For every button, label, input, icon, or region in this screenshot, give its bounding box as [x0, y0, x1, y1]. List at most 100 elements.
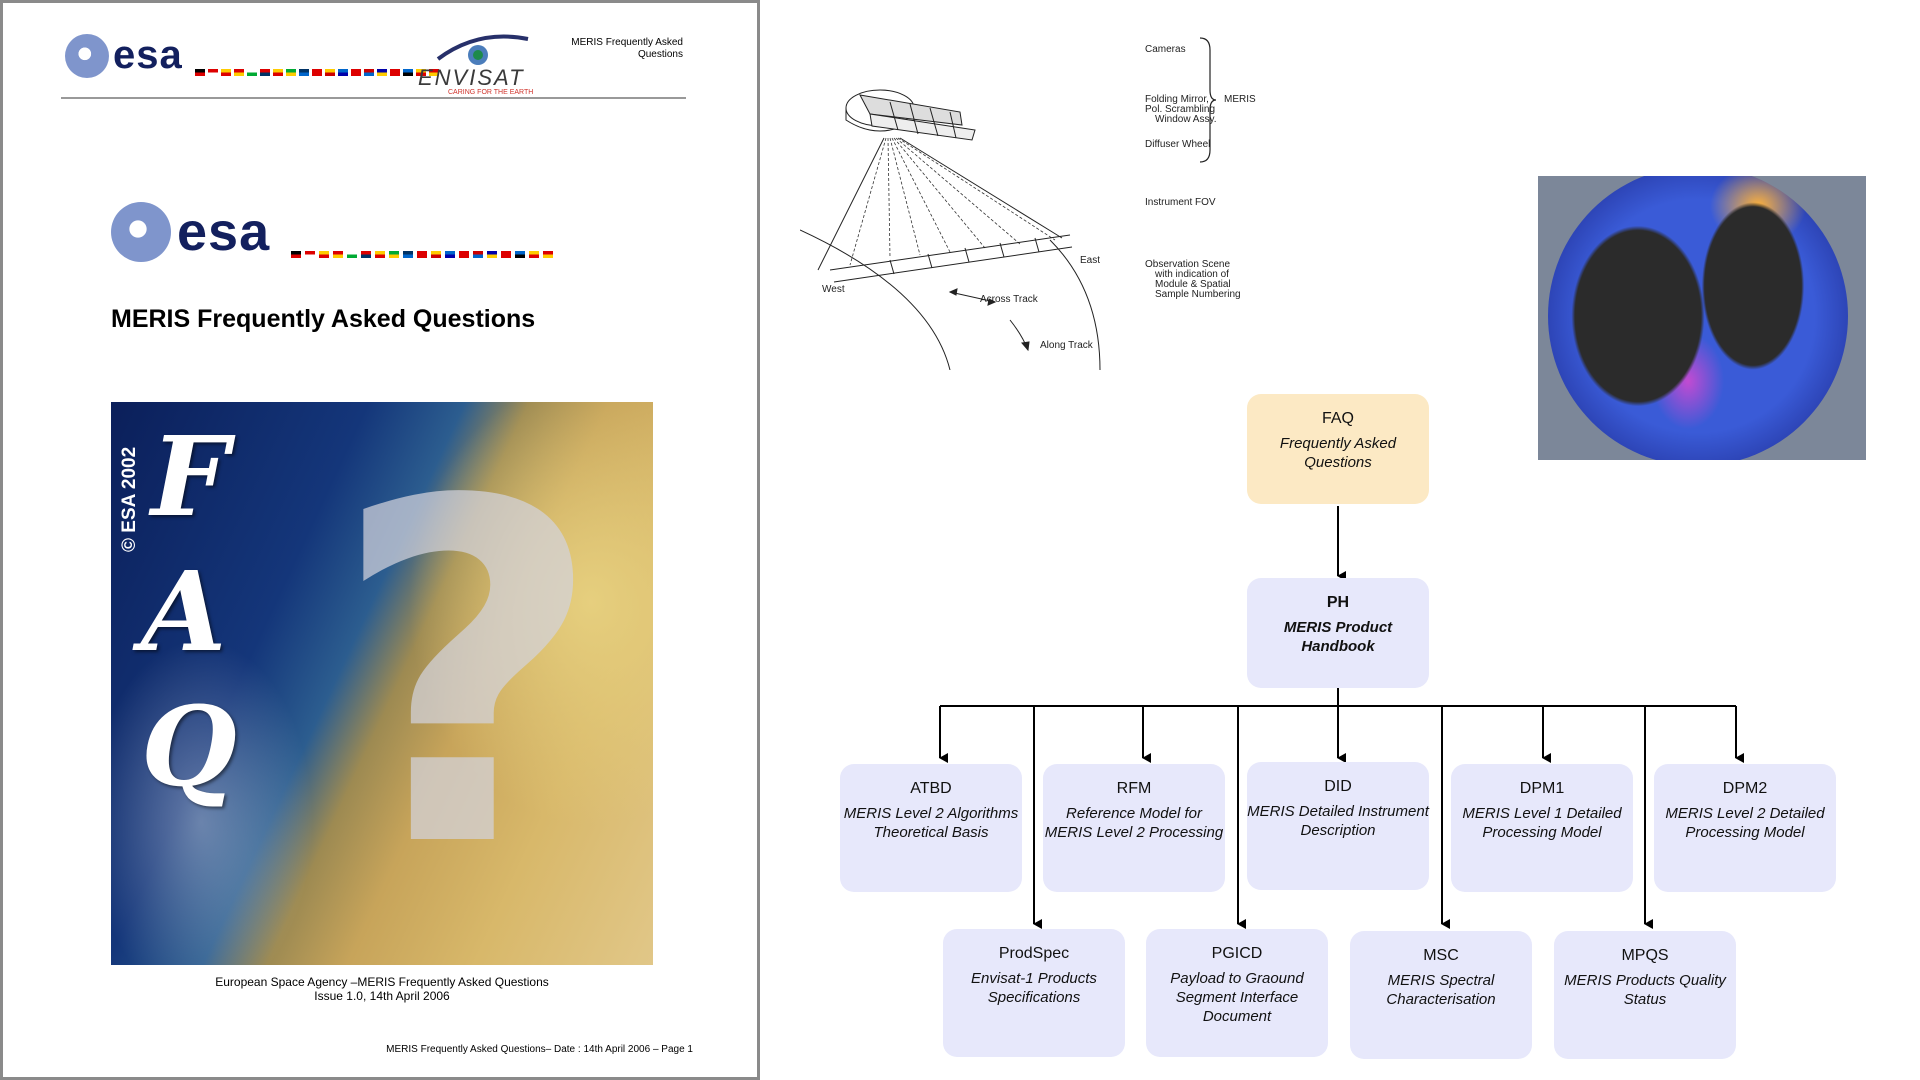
- node-faq-desc: Frequently Asked Questions: [1279, 435, 1397, 471]
- flag-icon: [305, 251, 315, 258]
- flag-icon: [260, 69, 270, 76]
- label-obs-2: with indication of: [1154, 269, 1229, 280]
- node-ph: PH MERIS Product Handbook: [1247, 578, 1429, 688]
- along-track-arrow: [1009, 319, 1030, 352]
- eu-flags-strip-small: [195, 69, 439, 76]
- flag-icon: [325, 69, 335, 76]
- caption-line-2: Issue 1.0, 14th April 2006: [314, 989, 450, 1003]
- instrument-body: [845, 89, 976, 141]
- flag-icon: [364, 69, 374, 76]
- header-right-line-2: Questions: [637, 49, 683, 60]
- page-footer: MERIS Frequently Asked Questions– Date :…: [386, 1044, 693, 1055]
- header-right-text: MERIS Frequently Asked Questions: [523, 37, 683, 61]
- node-prodspec-code: ProdSpec: [998, 945, 1070, 962]
- label-across-track: Across Track: [980, 294, 1039, 305]
- label-cameras: Cameras: [1145, 44, 1186, 55]
- flag-icon: [361, 251, 371, 258]
- node-pgicd-code: PGICD: [1211, 945, 1263, 962]
- node-did: DID MERIS Detailed Instrument Descriptio…: [1247, 762, 1429, 890]
- flag-icon: [351, 69, 361, 76]
- flag-icon: [417, 251, 427, 258]
- ocean-colour-globe-image: [1538, 176, 1866, 460]
- node-dpm1-desc: MERIS Level 1 Detailed Processing Model: [1462, 805, 1622, 841]
- flag-icon: [431, 251, 441, 258]
- observation-swath: [829, 234, 1073, 283]
- instrument-fov-rays: [849, 137, 1056, 266]
- node-msc: MSC MERIS Spectral Characterisation: [1350, 931, 1532, 1059]
- label-diffuser: Diffuser Wheel: [1145, 139, 1210, 150]
- header-right-line-1: MERIS Frequently Asked: [571, 37, 683, 48]
- flag-icon: [416, 69, 426, 76]
- cover-letter-a: A: [141, 547, 227, 676]
- node-mpqs-desc: MERIS Products Quality Status: [1564, 972, 1726, 1008]
- label-folding-2: Pol. Scrambling: [1145, 104, 1215, 115]
- node-rfm: RFM Reference Model for MERIS Level 2 Pr…: [1043, 764, 1225, 892]
- node-mpqs: MPQS MERIS Products Quality Status: [1554, 931, 1736, 1059]
- label-obs-1: Observation Scene: [1145, 259, 1230, 270]
- node-atbd: ATBD MERIS Level 2 Algorithms Theoretica…: [840, 764, 1022, 892]
- flag-icon: [501, 251, 511, 258]
- node-pgicd: PGICD Payload to Graound Segment Interfa…: [1146, 929, 1328, 1057]
- node-dpm2-desc: MERIS Level 2 Detailed Processing Model: [1665, 805, 1825, 841]
- flag-icon: [312, 69, 322, 76]
- cover-question-mark: ?: [331, 403, 604, 950]
- across-track-arrow: [948, 288, 997, 306]
- flag-icon: [195, 69, 205, 76]
- eu-flags-strip-large: [291, 251, 553, 258]
- flag-icon: [473, 251, 483, 258]
- cover-letter-f: F: [151, 412, 230, 541]
- flag-icon: [445, 251, 455, 258]
- label-folding-1: Folding Mirror,: [1145, 94, 1209, 105]
- label-obs-4: Sample Numbering: [1155, 289, 1241, 300]
- node-prodspec: ProdSpec Envisat-1 Products Specificatio…: [943, 929, 1125, 1057]
- node-ph-code: PH: [1326, 594, 1350, 611]
- node-atbd-code: ATBD: [910, 780, 952, 797]
- label-west: West: [822, 284, 845, 295]
- envisat-tagline: CARING FOR THE EARTH: [448, 89, 534, 96]
- label-obs-3: Module & Spatial: [1155, 279, 1231, 290]
- earth-globe: [1548, 176, 1848, 460]
- node-rfm-code: RFM: [1116, 780, 1152, 797]
- label-meris: MERIS: [1224, 94, 1256, 105]
- flag-icon: [333, 251, 343, 258]
- envisat-wordmark: ENVISAT: [418, 65, 525, 90]
- node-faq-code: FAQ: [1321, 410, 1354, 427]
- esa-logo-large: esa: [111, 201, 270, 263]
- flag-icon: [515, 251, 525, 258]
- esa-wordmark-large: esa: [177, 202, 271, 262]
- flag-icon: [377, 69, 387, 76]
- node-dpm1-code: DPM1: [1519, 780, 1565, 797]
- cover-letter-q: Q: [141, 682, 237, 811]
- flag-icon: [375, 251, 385, 258]
- node-mpqs-code: MPQS: [1621, 947, 1669, 964]
- flag-icon: [403, 251, 413, 258]
- flag-icon: [459, 251, 469, 258]
- flag-icon: [390, 69, 400, 76]
- envisat-swoosh-icon: [436, 34, 529, 65]
- node-did-desc: MERIS Detailed Instrument Description: [1247, 803, 1429, 839]
- label-folding-3: Window Assy.: [1155, 114, 1217, 125]
- cover-caption: European Space Agency –MERIS Frequently …: [111, 975, 653, 1003]
- flag-icon: [221, 69, 231, 76]
- flag-icon: [487, 251, 497, 258]
- flag-icon: [347, 251, 357, 258]
- document-title: MERIS Frequently Asked Questions: [111, 305, 536, 333]
- meris-instrument-schematic: Cameras Folding Mirror, Pol. Scrambling …: [800, 37, 1256, 370]
- flag-icon: [319, 251, 329, 258]
- meris-brace: [1199, 37, 1217, 163]
- esa-wordmark-small: esa: [113, 33, 183, 77]
- caption-line-1: European Space Agency –MERIS Frequently …: [215, 975, 549, 989]
- node-msc-desc: MERIS Spectral Characterisation: [1386, 972, 1496, 1008]
- flag-icon: [286, 69, 296, 76]
- flag-icon: [529, 251, 539, 258]
- header-divider: [61, 97, 686, 99]
- label-along-track: Along Track: [1040, 340, 1094, 351]
- node-did-code: DID: [1324, 778, 1352, 795]
- node-dpm1: DPM1 MERIS Level 1 Detailed Processing M…: [1451, 764, 1633, 892]
- flag-icon: [543, 251, 553, 258]
- flag-icon: [291, 251, 301, 258]
- flag-icon: [234, 69, 244, 76]
- node-msc-code: MSC: [1423, 947, 1459, 964]
- flag-icon: [208, 69, 218, 76]
- flag-icon: [247, 69, 257, 76]
